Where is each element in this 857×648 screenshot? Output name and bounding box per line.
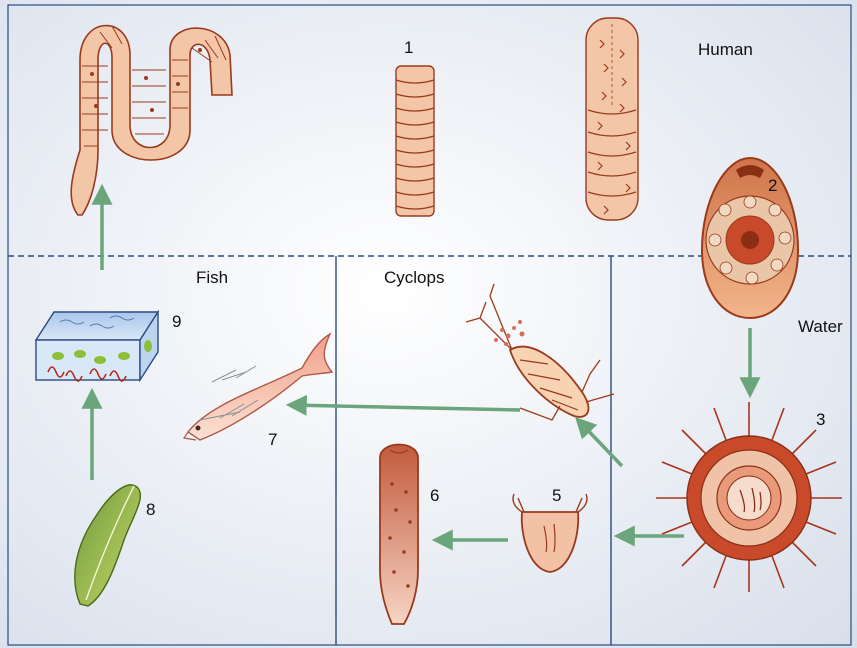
stage-number-8: 8 bbox=[146, 500, 155, 520]
region-label-human: Human bbox=[698, 40, 753, 60]
region-label-cyclops: Cyclops bbox=[384, 268, 444, 288]
stage-number-2: 2 bbox=[768, 176, 777, 196]
stage-number-9: 9 bbox=[172, 312, 181, 332]
stage-1-strobila bbox=[396, 66, 434, 216]
stage-6-plerocercoid bbox=[380, 445, 418, 625]
stage-number-1: 1 bbox=[404, 38, 413, 58]
region-label-fish: Fish bbox=[196, 268, 228, 288]
worm-segment-chain bbox=[586, 18, 638, 220]
aquarium-box bbox=[36, 312, 158, 381]
stage-number-5: 5 bbox=[552, 486, 561, 506]
region-label-water: Water bbox=[798, 317, 843, 337]
stage-number-6: 6 bbox=[430, 486, 439, 506]
stage-number-7: 7 bbox=[268, 430, 277, 450]
stage-number-3: 3 bbox=[816, 410, 825, 430]
